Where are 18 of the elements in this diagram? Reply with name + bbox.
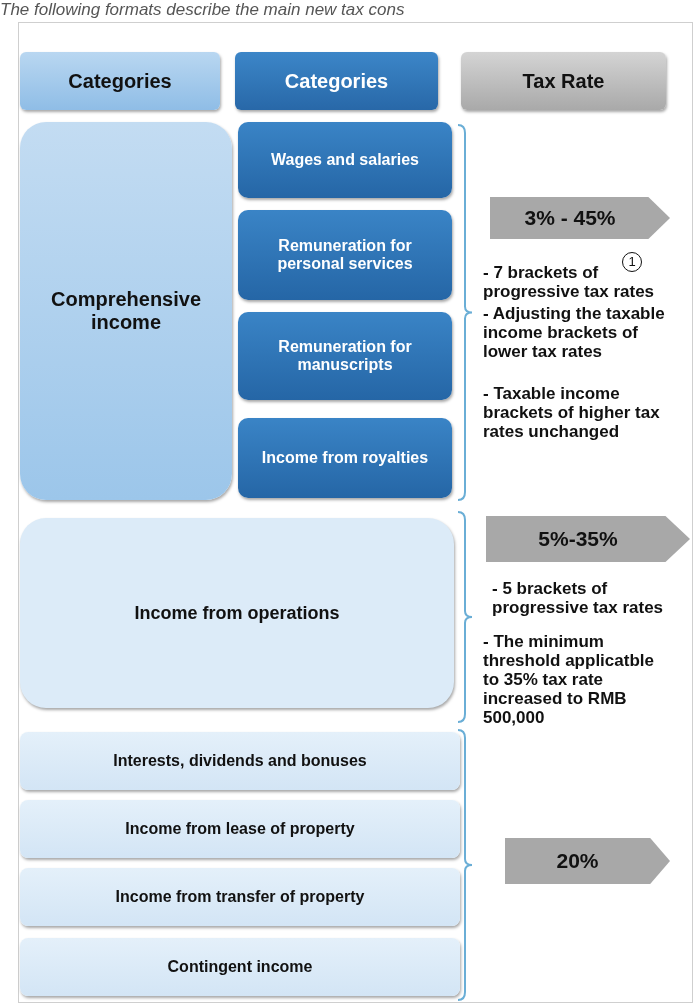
category-box: Income from transfer of property [20,868,460,926]
note-text: - The minimum threshold applicatble to 35% tax rate increased to RMB 500,000 [483,632,655,727]
category-box: Wages and salaries [238,122,452,198]
header-box: Categories [20,52,220,110]
category-box: Remuneration for personal services [238,210,452,300]
category-box: Contingent income [20,938,460,996]
note-text: - 5 brackets of progressive tax rates [492,579,665,617]
category-box: Remuneration for manuscripts [238,312,452,400]
category-box: Comprehensive income [20,122,232,500]
category-box: Interests, dividends and bonuses [20,732,460,790]
category-box: Income from lease of property [20,800,460,858]
note-text: - Taxable income brackets of higher tax rates unchanged [483,384,661,441]
category-box: Income from operations [20,518,454,708]
header-box: Tax Rate [461,52,666,110]
note-text: - Adjusting the taxable income brackets of lower tax rates [483,304,666,361]
header-box: Categories [235,52,438,110]
page-heading: The following formats describe the main new tax cons [0,0,405,20]
category-box: Income from royalties [238,418,452,498]
